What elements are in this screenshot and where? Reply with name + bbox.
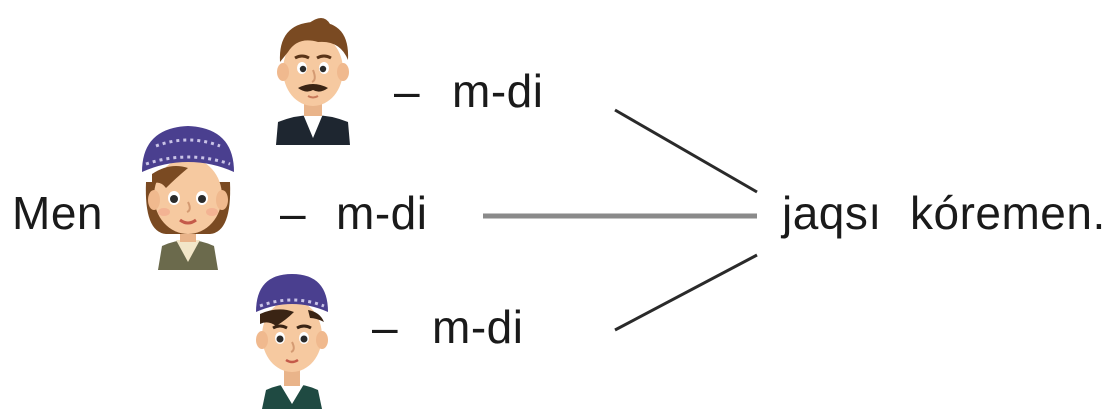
row-bottom-word: m-di [432,301,524,353]
grandpa-boy-face-icon [142,126,234,270]
row-middle-dash: – [280,187,307,239]
connector-line-bottom [614,253,758,332]
predicate-koremen: kóremen. [910,187,1106,239]
father-face-icon [276,18,350,145]
predicate-jaqsi: jaqsı [782,187,882,239]
row-top-dash: – [394,65,421,117]
connector-line-top [614,108,758,194]
subject-men: Men [12,187,103,239]
boy-face-icon [256,274,328,409]
row-bottom-dash: – [372,301,399,353]
row-middle-word: m-di [336,187,428,239]
row-top-word: m-di [452,65,544,117]
